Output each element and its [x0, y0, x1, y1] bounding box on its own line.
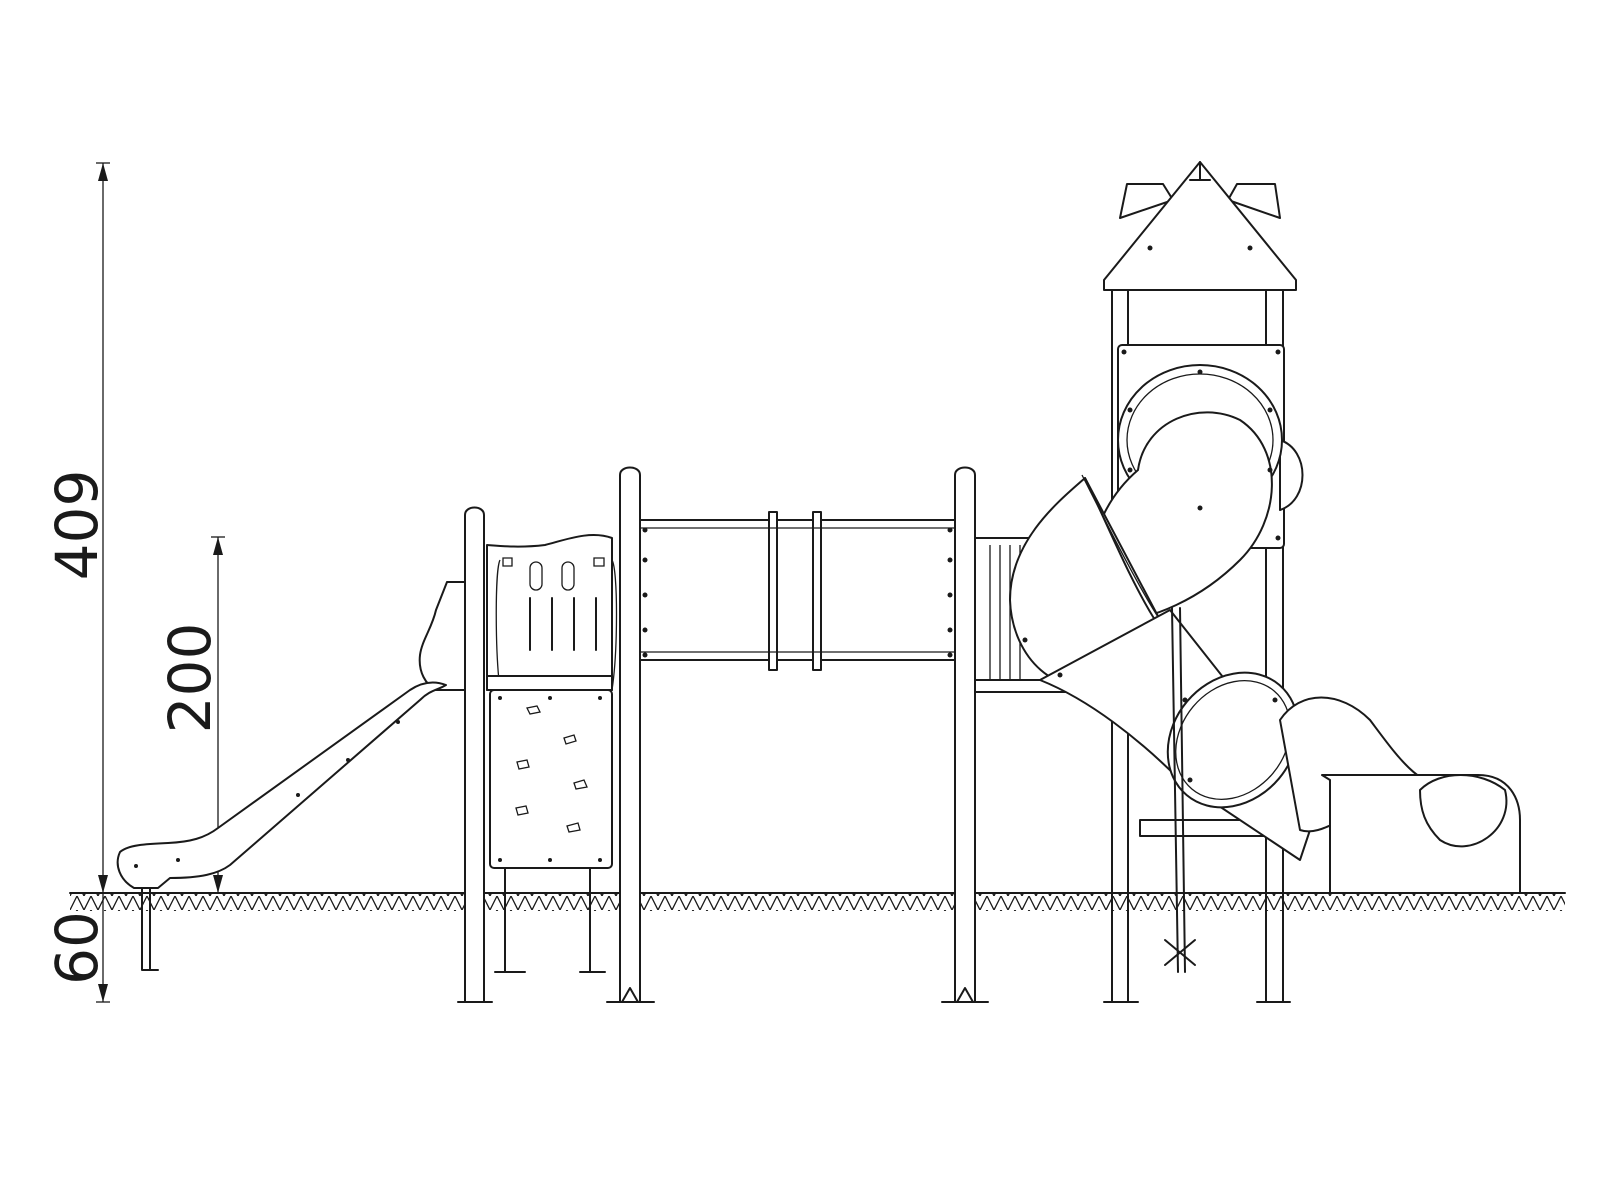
dimension-label-200: 200	[156, 623, 224, 734]
dimension-label-60: 60	[43, 911, 111, 985]
ground-line	[69, 892, 1566, 911]
straight-slide	[116, 581, 466, 971]
dimension-label-409: 409	[43, 470, 111, 581]
dimension-platform-height: 200	[156, 536, 225, 893]
middle-post	[941, 466, 989, 1003]
dimension-total-height: 409	[43, 162, 111, 893]
dimension-foundation-depth: 60	[43, 893, 111, 1003]
climbing-rope	[1164, 607, 1196, 973]
left-tower	[457, 466, 655, 1003]
tunnel-bridge	[639, 511, 956, 671]
tube-slide	[1009, 364, 1521, 894]
